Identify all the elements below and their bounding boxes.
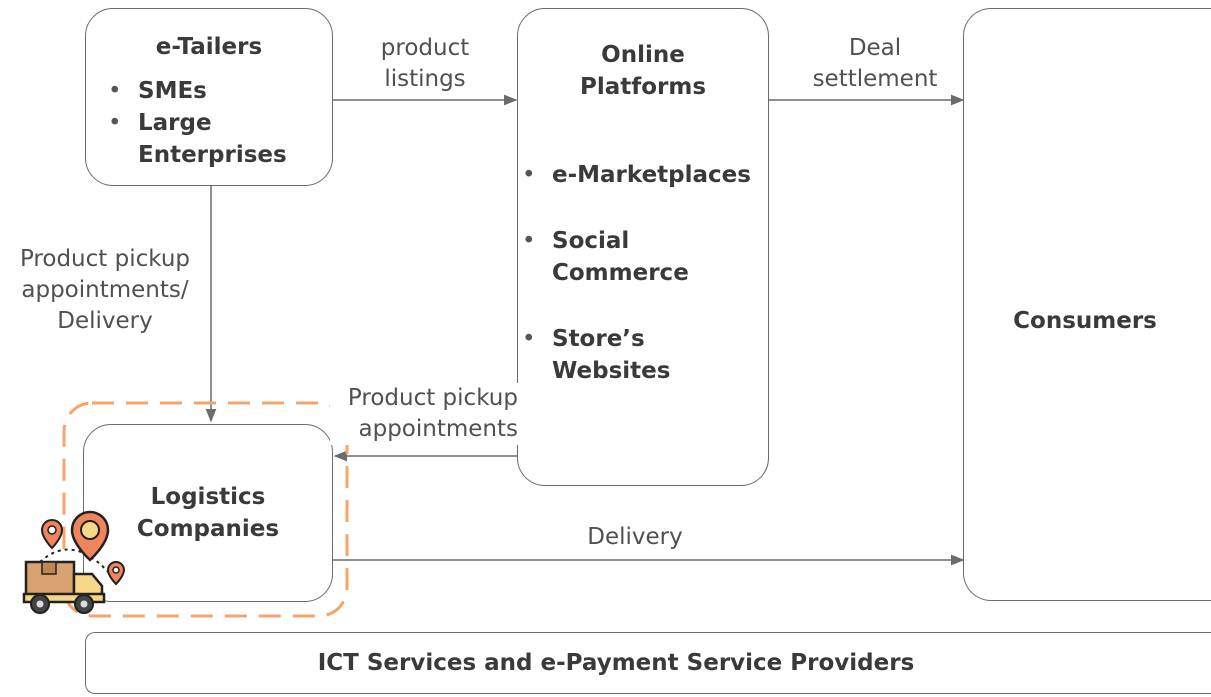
node-ict-title: ICT Services and e-Payment Service Provi…	[317, 650, 915, 676]
edge-label-product-listings: product listings	[380, 35, 470, 92]
etailers-list: SMEs Large Enterprises	[108, 75, 287, 171]
edge-label-pickup-appointments: Product pickup appointments	[330, 383, 518, 445]
node-etailers-title: e-Tailers	[155, 34, 263, 60]
etailers-item-large-enterprises: Large Enterprises	[108, 107, 287, 171]
node-ict-providers: ICT Services and e-Payment Service Provi…	[85, 632, 1211, 694]
delivery-truck-location-icon	[22, 510, 126, 614]
node-online-platforms: Online Platforms e-Marketplaces Social C…	[517, 8, 769, 486]
platforms-item-store-websites: Store’s Websites	[522, 323, 751, 387]
node-etailers: e-Tailers SMEs Large Enterprises	[85, 8, 333, 186]
node-consumers: Consumers	[963, 8, 1211, 601]
node-platforms-title: Online Platforms	[579, 42, 707, 100]
platforms-list: e-Marketplaces Social Commerce Store’s W…	[522, 159, 751, 387]
node-logistics: Logistics Companies	[83, 424, 333, 602]
edge-label-pickup-delivery: Product pickup appointments/ Delivery	[19, 246, 191, 334]
platforms-item-social-commerce: Social Commerce	[522, 225, 751, 289]
edge-label-deal-settlement: Deal settlement	[812, 35, 938, 92]
node-consumers-title: Consumers	[1013, 308, 1157, 334]
platforms-item-e-marketplaces: e-Marketplaces	[522, 159, 751, 191]
logistics-highlight-frame	[62, 401, 349, 618]
edge-label-delivery: Delivery	[587, 524, 683, 550]
node-logistics-title: Logistics Companies	[136, 484, 280, 542]
etailers-item-smes: SMEs	[108, 75, 287, 107]
